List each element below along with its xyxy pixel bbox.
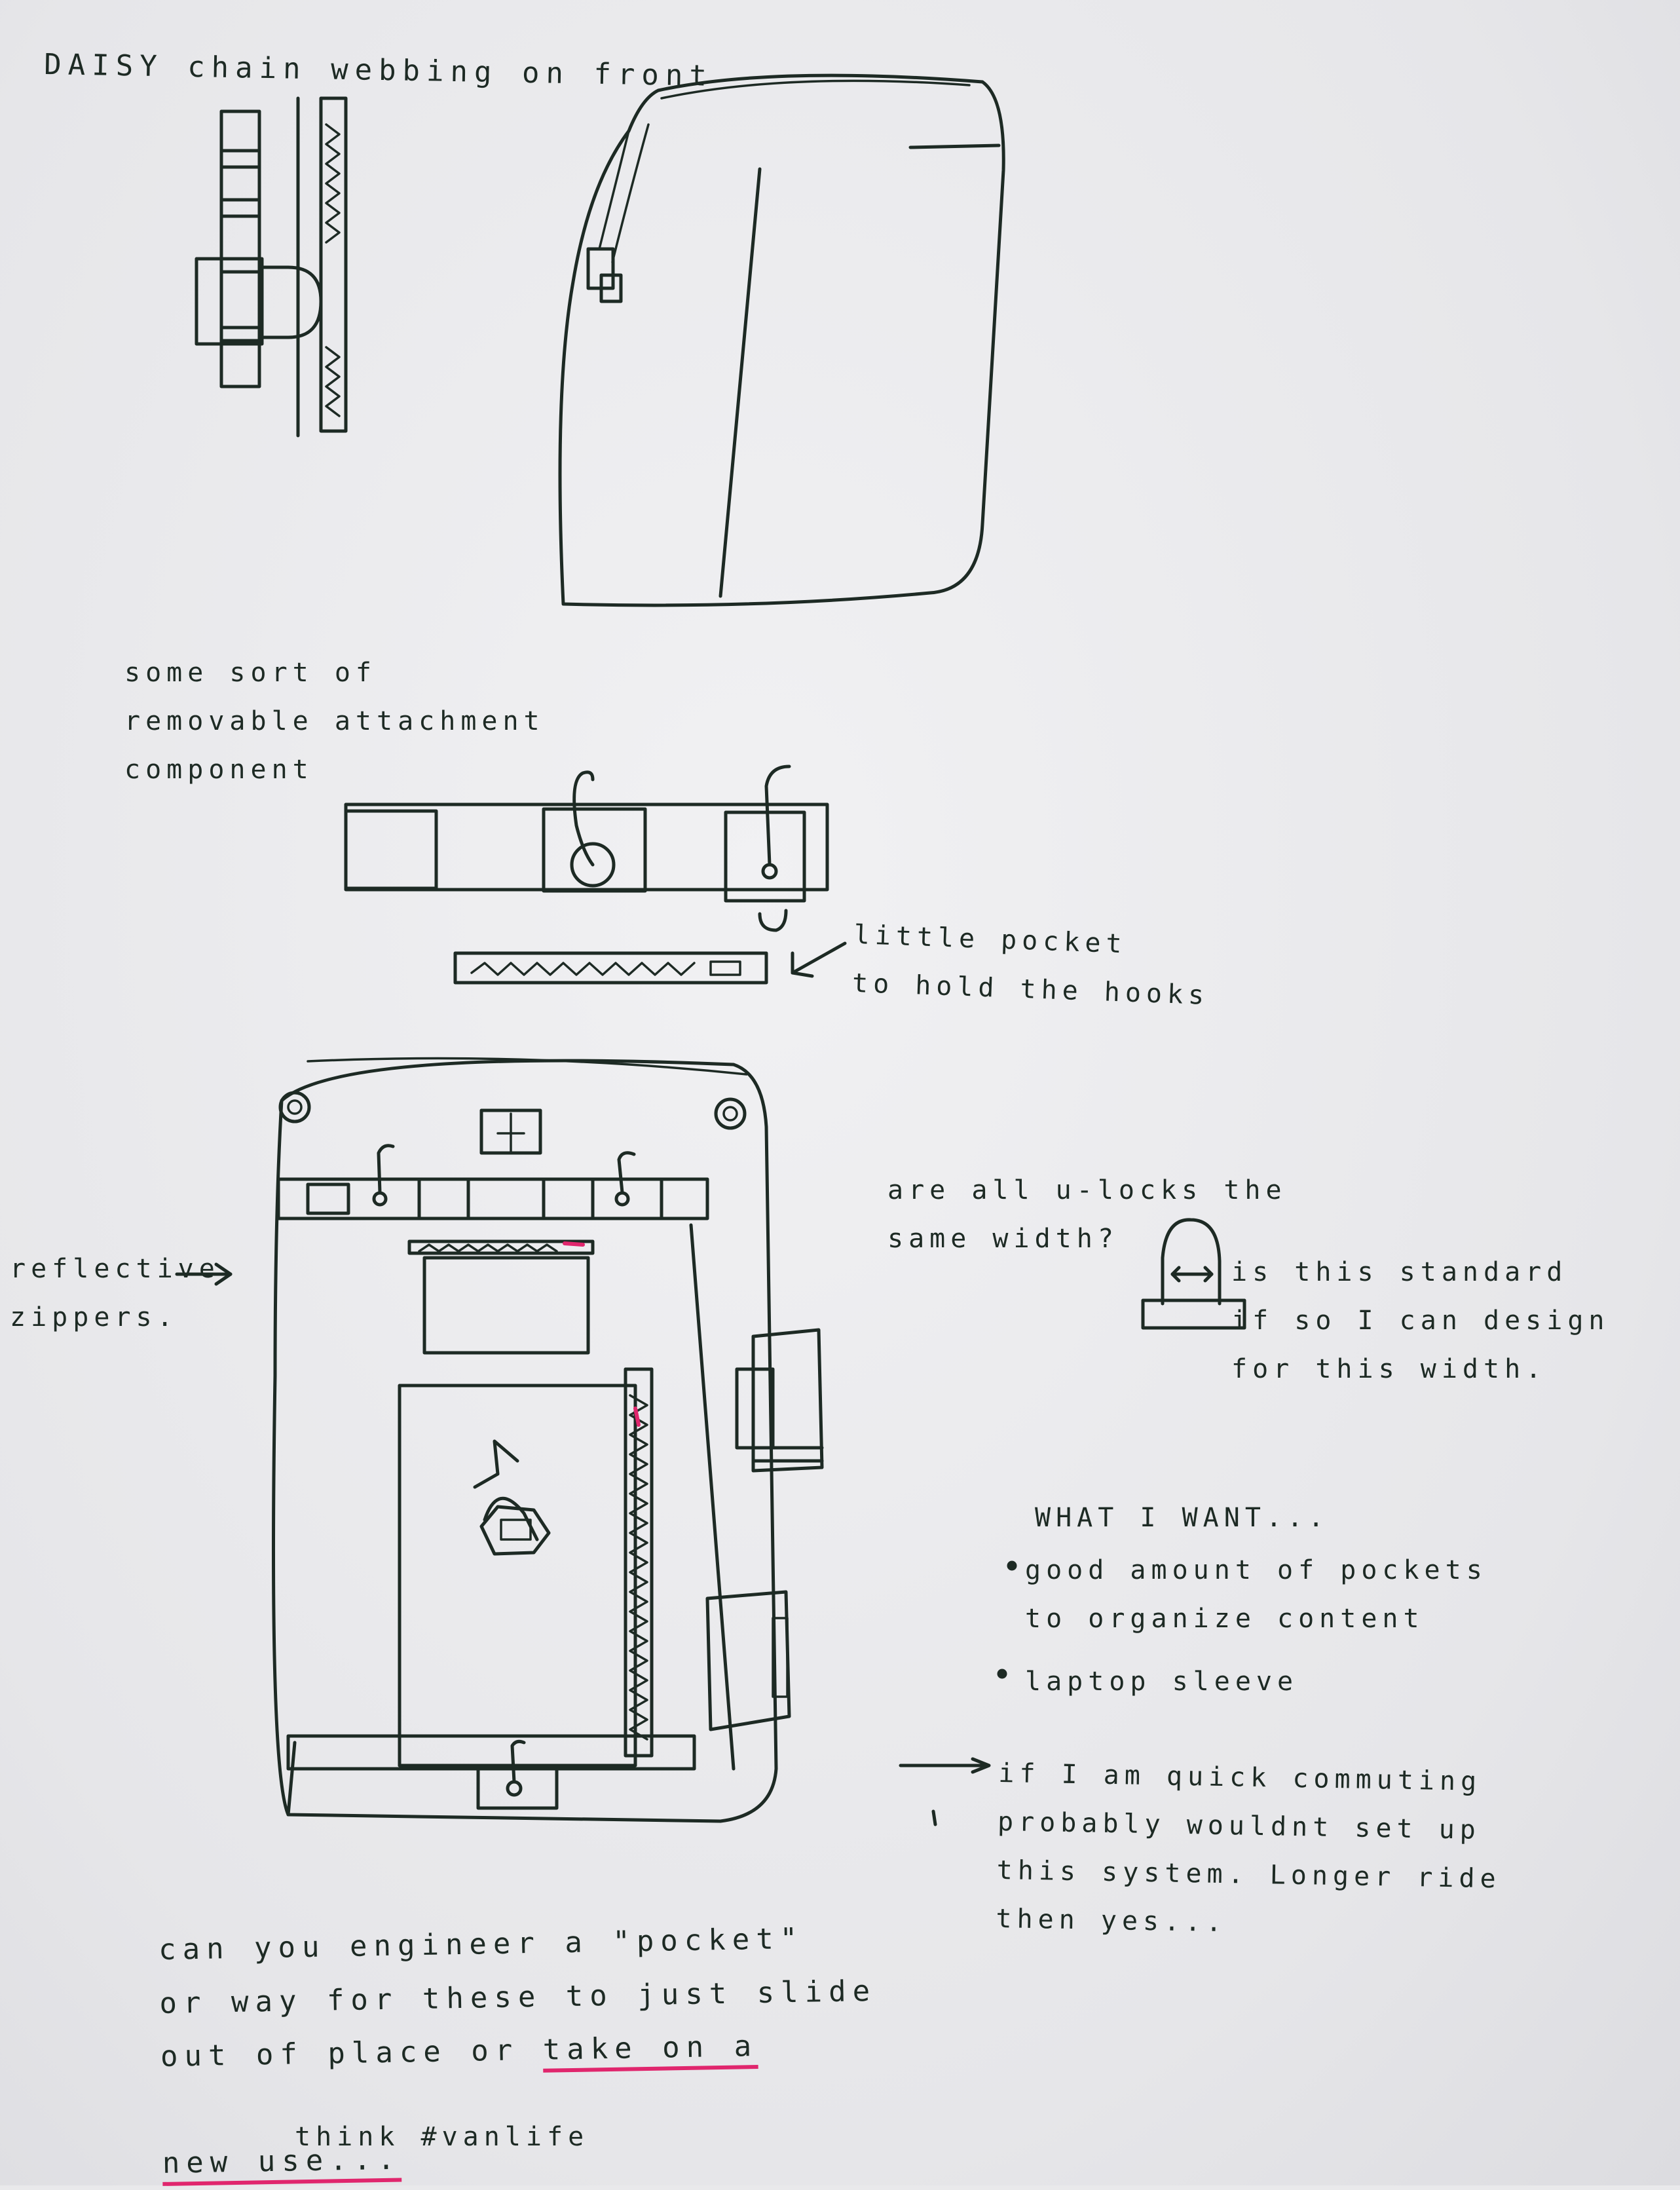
engineer-text: can you engineer a "pocket" or way for t… bbox=[158, 1922, 877, 2074]
note-quick-commuting: if I am quick commuting probably wouldnt… bbox=[996, 1758, 1502, 1938]
attachment-strip bbox=[344, 765, 847, 985]
backpack-side-view bbox=[558, 73, 1005, 607]
note-removable-attachment: some sort of removable attachment compon… bbox=[124, 658, 545, 785]
engineer-underlined-1: take on a bbox=[542, 2030, 758, 2067]
reflective-zipper-mark bbox=[563, 1241, 585, 1247]
bullet-dot-1 bbox=[1007, 1560, 1017, 1571]
note-little-pocket: little pocket to hold the hooks bbox=[851, 919, 1210, 1011]
note-what-i-want-title: WHAT I WANT... bbox=[1035, 1503, 1330, 1533]
note-vanlife: think #vanlife bbox=[295, 2122, 589, 2152]
u-lock-detail bbox=[1141, 1218, 1246, 1330]
bullet-dot-2 bbox=[997, 1669, 1007, 1679]
backpack-front-view bbox=[175, 1057, 824, 1823]
daisy-chain-detail bbox=[195, 96, 348, 438]
commute-arrow bbox=[899, 1757, 991, 1826]
note-want-laptop-sleeve: laptop sleeve bbox=[1025, 1667, 1299, 1697]
reflective-zipper-mark-2 bbox=[633, 1407, 641, 1427]
note-u-locks-question: are all u-locks the same width? bbox=[887, 1175, 1287, 1254]
note-reflective-zippers: reflective zippers. bbox=[10, 1254, 220, 1332]
note-want-pockets: good amount of pockets to organize conte… bbox=[1025, 1555, 1487, 1634]
note-is-this-standard: is this standard if so I can design for … bbox=[1231, 1257, 1610, 1384]
